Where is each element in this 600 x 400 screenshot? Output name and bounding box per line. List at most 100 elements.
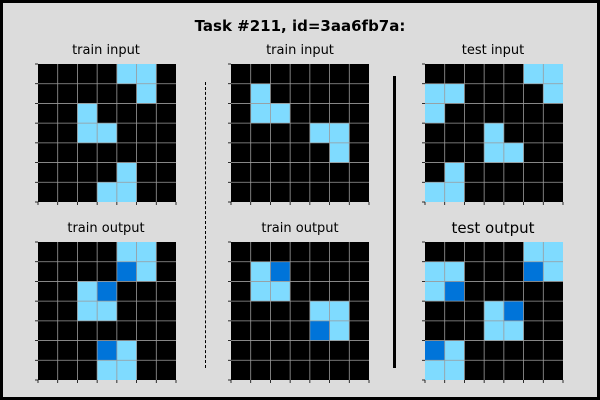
grid-cell xyxy=(77,123,98,143)
grid-cell xyxy=(503,320,524,341)
grid-cell xyxy=(484,320,504,341)
grid-cell xyxy=(250,301,271,321)
grid-cell xyxy=(57,320,78,341)
grid-cell xyxy=(136,162,157,183)
grid-cell xyxy=(290,320,310,341)
grid-cell xyxy=(543,83,563,104)
grid-cell xyxy=(116,261,137,282)
grid-cell xyxy=(349,123,369,143)
grid-cell xyxy=(97,83,117,104)
panel-label-train-output-1: train output xyxy=(67,221,145,236)
grid-cell xyxy=(38,301,58,321)
grid-cell xyxy=(97,162,117,183)
grid-cell xyxy=(231,83,251,104)
grid-cell xyxy=(444,123,465,143)
grid-cell xyxy=(543,103,563,124)
grid-cell xyxy=(349,281,369,302)
grid-cell xyxy=(464,301,485,321)
grid-cell xyxy=(116,64,137,84)
grid-cell xyxy=(309,261,330,282)
grid-cell xyxy=(503,103,524,124)
grid-cell xyxy=(309,360,330,380)
grid-cell xyxy=(329,320,350,341)
grid-cell xyxy=(503,83,524,104)
grid-cell xyxy=(57,301,78,321)
grid-cell xyxy=(503,360,524,380)
grid-cell xyxy=(57,242,78,262)
grid-cell xyxy=(38,103,58,124)
grid-cell xyxy=(38,261,58,282)
grid-cell xyxy=(270,301,291,321)
grid-cell xyxy=(250,360,271,380)
grid-cell xyxy=(329,123,350,143)
grid-cell xyxy=(156,242,176,262)
grid-cell xyxy=(523,340,544,361)
grid-cell xyxy=(329,281,350,302)
grid-cell xyxy=(290,142,310,163)
grid-cell xyxy=(57,123,78,143)
grid-cell xyxy=(231,123,251,143)
grid-cell xyxy=(57,142,78,163)
grid-cell xyxy=(97,64,117,84)
grid-cell xyxy=(543,320,563,341)
grid-cell xyxy=(97,340,117,361)
grid-cell xyxy=(543,242,563,262)
grid-cell xyxy=(156,281,176,302)
grid-cell xyxy=(270,320,291,341)
grid-cell xyxy=(444,142,465,163)
grid-cell xyxy=(444,64,465,84)
grid-cell xyxy=(156,320,176,341)
grid-cell xyxy=(425,182,445,202)
grid-cell xyxy=(231,64,251,84)
grid-cell xyxy=(136,320,157,341)
grid-cell xyxy=(97,261,117,282)
grid-cell xyxy=(290,64,310,84)
grid-cell xyxy=(38,242,58,262)
grid-cell xyxy=(136,142,157,163)
grid-cell xyxy=(250,64,271,84)
grid-cell xyxy=(77,281,98,302)
grid-cell xyxy=(503,123,524,143)
grid-cell xyxy=(464,123,485,143)
grid-cell xyxy=(290,360,310,380)
grid-cell xyxy=(543,142,563,163)
grid-cell xyxy=(231,261,251,282)
panel-label-train-output-2: train output xyxy=(261,221,339,236)
grid-cell xyxy=(523,360,544,380)
grid-cell xyxy=(231,320,251,341)
grid-cell xyxy=(290,242,310,262)
grid-cell xyxy=(425,301,445,321)
grid-cell xyxy=(444,242,465,262)
grid-cell xyxy=(136,64,157,84)
grid-cell xyxy=(290,103,310,124)
grid-cell xyxy=(97,182,117,202)
grid-cell xyxy=(77,340,98,361)
grid-cell xyxy=(231,340,251,361)
grid-cell xyxy=(250,261,271,282)
grid-cell xyxy=(349,64,369,84)
grid-cell xyxy=(329,301,350,321)
grid-cell xyxy=(464,182,485,202)
grid-cell xyxy=(116,162,137,183)
grid-cell xyxy=(116,103,137,124)
grid-cell xyxy=(231,162,251,183)
grid-cell xyxy=(116,301,137,321)
panel-label-train-input-1: train input xyxy=(72,43,140,58)
grid-cell xyxy=(464,281,485,302)
grid-cell xyxy=(156,360,176,380)
grid-cell xyxy=(250,142,271,163)
grid-cell xyxy=(309,142,330,163)
grid-cell xyxy=(425,320,445,341)
grid-cell xyxy=(523,242,544,262)
grid-cell xyxy=(77,142,98,163)
grid-cell xyxy=(290,182,310,202)
grid-cell xyxy=(484,142,504,163)
grid-cell xyxy=(38,340,58,361)
grid-cell xyxy=(329,360,350,380)
grid-cell xyxy=(136,301,157,321)
grid-cell xyxy=(309,103,330,124)
grid-cell xyxy=(250,123,271,143)
grid-cell xyxy=(97,142,117,163)
grid-cell xyxy=(38,64,58,84)
grid-cell xyxy=(97,123,117,143)
